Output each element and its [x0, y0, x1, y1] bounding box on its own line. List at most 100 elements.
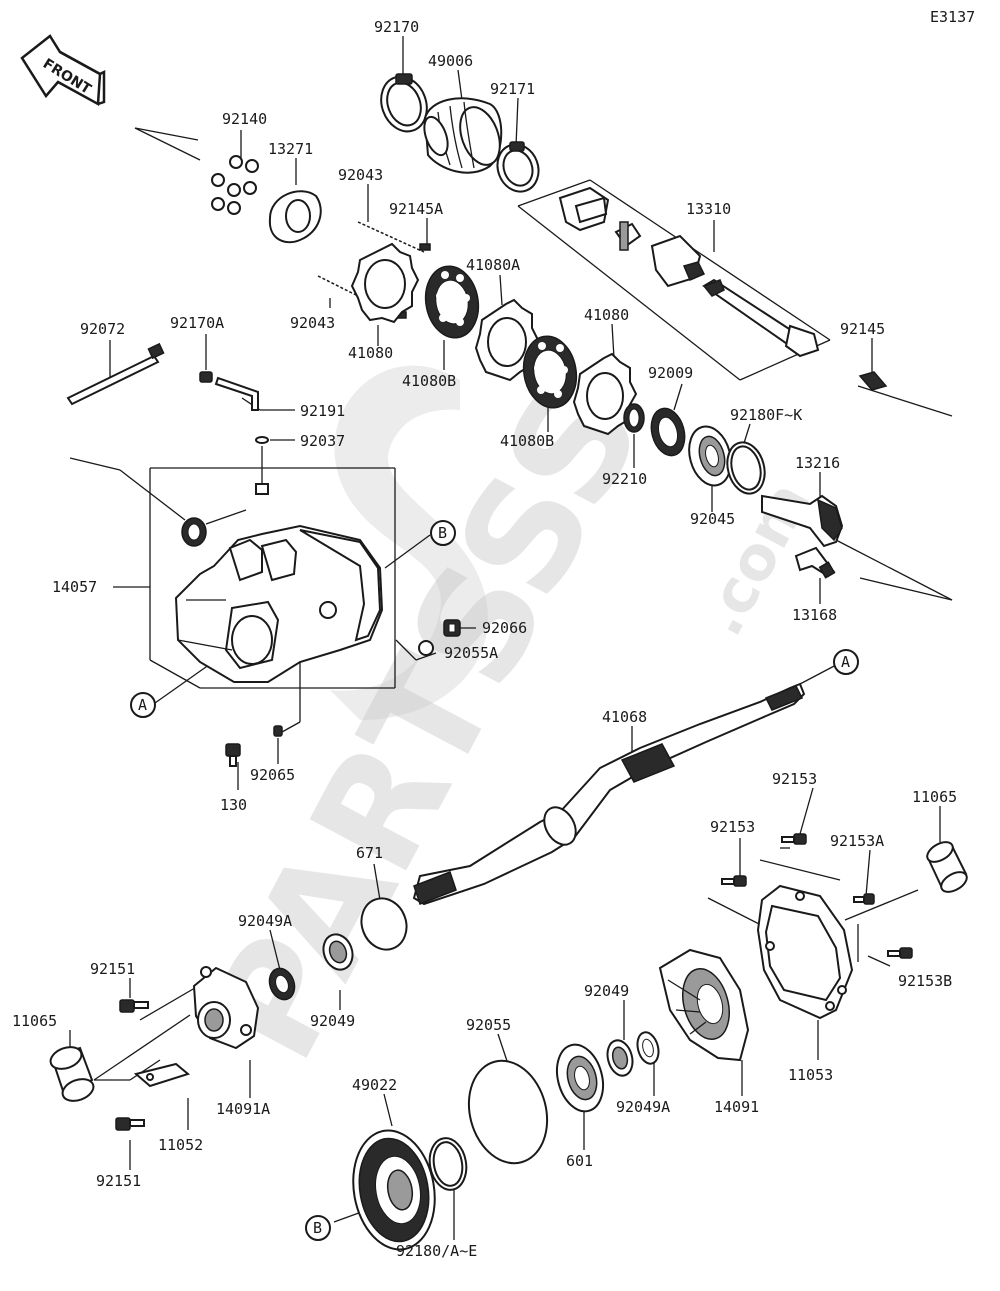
- o-ring-icon: [467, 1059, 549, 1165]
- bolt-icon: [781, 833, 807, 845]
- bolt-icon: [119, 999, 149, 1013]
- o-ring-icon: [255, 436, 269, 495]
- cable-tie-icon: [66, 342, 165, 406]
- oil-seal-icon: [181, 509, 247, 547]
- oil-seal-icon: [322, 933, 354, 971]
- pinion-gear-icon: [761, 494, 844, 548]
- callout-markers: B A A B: [130, 520, 859, 1241]
- axle-shaft-icon: [412, 682, 806, 906]
- part-label: 92049: [310, 1012, 355, 1030]
- gear-case-icon: [174, 524, 384, 683]
- part-label: 11065: [912, 788, 957, 806]
- oil-seal-icon: [650, 407, 686, 457]
- friction-disc-icon: [424, 265, 480, 339]
- part-label: 92153B: [898, 972, 952, 990]
- part-label: 41080: [348, 344, 393, 362]
- clutch-plate-icon: [572, 352, 638, 436]
- boot-icon: [423, 97, 503, 174]
- part-label: 92171: [490, 80, 535, 98]
- steel-balls-icon: [211, 155, 259, 215]
- callout-b-label: B: [438, 524, 447, 542]
- part-label: 92065: [250, 766, 295, 784]
- part-label: 92151: [96, 1172, 141, 1190]
- part-label: 92170A: [170, 314, 224, 332]
- part-label: 601: [566, 1152, 593, 1170]
- part-number-labels: 92170 49006 92171 92140 13271 92043 9214…: [12, 18, 957, 1260]
- dust-cap-icon: [49, 1046, 95, 1102]
- part-label: 92049A: [616, 1098, 670, 1116]
- parts-drawings: [49, 73, 968, 1251]
- part-label: 14057: [52, 578, 97, 596]
- callout-b-circle: [305, 1215, 331, 1241]
- clutch-plate-icon: [474, 298, 540, 382]
- part-label: 92049A: [238, 912, 292, 930]
- diagram-code: E3137: [930, 8, 975, 26]
- friction-disc-icon: [522, 335, 578, 409]
- bolt-icon: [721, 875, 747, 887]
- o-ring-icon: [360, 897, 408, 951]
- callout-b-label: B: [313, 1219, 322, 1237]
- part-label: 41080: [584, 306, 629, 324]
- bracket-icon: [133, 1062, 191, 1088]
- part-label: 130: [220, 796, 247, 814]
- shim-ring-icon: [428, 1137, 468, 1191]
- part-label: 41080B: [500, 432, 554, 450]
- bearing-icon: [555, 1043, 605, 1113]
- part-label: 92153A: [830, 832, 884, 850]
- part-label: 92145A: [389, 200, 443, 218]
- callout-a-label: A: [138, 696, 147, 714]
- part-label: 92009: [648, 364, 693, 382]
- callout-a-circle: [130, 692, 156, 718]
- differential-housing-icon: [658, 948, 750, 1062]
- gear-cover-icon: [756, 884, 854, 1020]
- part-label: 92049: [584, 982, 629, 1000]
- front-arrow-icon: FRONT: [20, 34, 106, 107]
- circlip-icon: [623, 403, 645, 433]
- part-label: 92045: [690, 510, 735, 528]
- callout-a-label: A: [841, 653, 850, 671]
- part-label: 14091: [714, 1098, 759, 1116]
- cam-plate-icon: [268, 190, 322, 244]
- hose-clamp-icon: [380, 73, 428, 133]
- washer-icon: [636, 1031, 660, 1065]
- dust-cap-icon: [926, 841, 968, 893]
- part-label: 13310: [686, 200, 731, 218]
- plug-icon: [273, 725, 283, 737]
- bolt-icon: [858, 371, 888, 391]
- callout-a-circle: [833, 649, 859, 675]
- part-label: 11065: [12, 1012, 57, 1030]
- breather-pipe-icon: [199, 371, 259, 411]
- drain-plug-icon: [443, 619, 461, 637]
- part-label: 92043: [338, 166, 383, 184]
- part-label: 92055A: [444, 644, 498, 662]
- part-label: 92043: [290, 314, 335, 332]
- part-label: 92066: [482, 619, 527, 637]
- washer-icon: [418, 640, 434, 656]
- part-label: 92140: [222, 110, 267, 128]
- part-label: 92180F~K: [730, 406, 802, 424]
- callout-b-circle: [430, 520, 456, 546]
- part-label: 41068: [602, 708, 647, 726]
- part-label: 92153: [710, 818, 755, 836]
- bolt-icon: [853, 893, 875, 905]
- part-label: 92210: [602, 470, 647, 488]
- oil-seal-icon: [606, 1039, 634, 1077]
- part-label: 92151: [90, 960, 135, 978]
- part-label: 92072: [80, 320, 125, 338]
- shim-ring-icon: [726, 441, 766, 495]
- hose-clamp-small-icon: [496, 141, 540, 193]
- part-label: 13216: [795, 454, 840, 472]
- part-label: 11052: [158, 1136, 203, 1154]
- bearing-icon: [688, 425, 732, 487]
- leader-lines: [69, 36, 953, 1240]
- part-label: 92170: [374, 18, 419, 36]
- part-label: 92055: [466, 1016, 511, 1034]
- part-label: 92037: [300, 432, 345, 450]
- part-label: 49022: [352, 1076, 397, 1094]
- part-label: 11053: [788, 1066, 833, 1084]
- clutch-plate-icon: [350, 242, 420, 324]
- part-label: 14091A: [216, 1100, 270, 1118]
- part-label: 41080B: [402, 372, 456, 390]
- bolt-icon: [887, 947, 913, 959]
